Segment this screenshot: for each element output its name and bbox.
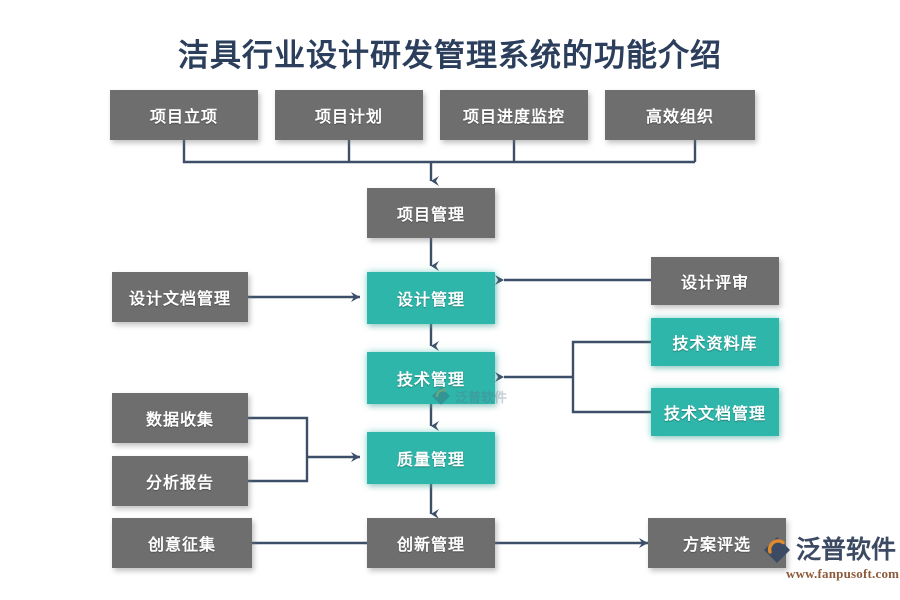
node-project-progress-monitoring[interactable]: 项目进度监控: [440, 90, 588, 140]
node-label: 项目计划: [314, 109, 383, 126]
node-analysis-report[interactable]: 分析报告: [112, 456, 248, 506]
brand-url: www.fanpusoft.com: [786, 566, 900, 581]
node-project-plan[interactable]: 项目计划: [275, 90, 423, 140]
node-label: 技术管理: [396, 372, 465, 389]
node-label: 技术资料库: [672, 336, 758, 353]
node-label: 设计文档管理: [128, 291, 231, 308]
node-project-initiation[interactable]: 项目立项: [110, 90, 258, 140]
node-technology-management[interactable]: 技术管理: [367, 352, 495, 404]
node-label: 质量管理: [396, 452, 465, 469]
node-label: 分析报告: [145, 475, 214, 492]
node-label: 数据收集: [145, 412, 214, 429]
node-label: 项目进度监控: [462, 109, 565, 126]
brand-row: 泛普软件: [762, 535, 896, 565]
node-design-review[interactable]: 设计评审: [651, 257, 779, 305]
node-technical-data-library[interactable]: 技术资料库: [651, 318, 779, 366]
node-label: 技术文档管理: [663, 406, 766, 423]
node-label: 方案评选: [682, 537, 751, 554]
node-label: 项目管理: [396, 207, 465, 224]
node-label: 设计管理: [396, 292, 465, 309]
brand-name: 泛普软件: [796, 536, 897, 564]
node-label: 设计评审: [680, 275, 749, 292]
node-innovation-management[interactable]: 创新管理: [367, 518, 495, 568]
page-title: 洁具行业设计研发管理系统的功能介绍: [178, 38, 722, 73]
node-efficient-organization[interactable]: 高效组织: [605, 90, 755, 140]
node-quality-management[interactable]: 质量管理: [367, 432, 495, 484]
node-technical-document-management[interactable]: 技术文档管理: [651, 388, 779, 436]
brand-logo: 泛普软件 www.fanpusoft.com: [762, 533, 900, 593]
node-data-collection[interactable]: 数据收集: [112, 393, 248, 443]
node-project-management[interactable]: 项目管理: [367, 188, 495, 238]
node-scheme-evaluation[interactable]: 方案评选: [648, 518, 786, 568]
node-design-document-management[interactable]: 设计文档管理: [112, 272, 248, 322]
node-label: 创意征集: [147, 537, 216, 554]
fanpu-diamond-icon: [764, 537, 790, 563]
node-idea-collection[interactable]: 创意征集: [112, 518, 252, 568]
node-label: 创新管理: [396, 537, 465, 554]
node-label: 项目立项: [149, 109, 218, 126]
node-label: 高效组织: [645, 109, 714, 126]
node-design-management[interactable]: 设计管理: [367, 272, 495, 324]
